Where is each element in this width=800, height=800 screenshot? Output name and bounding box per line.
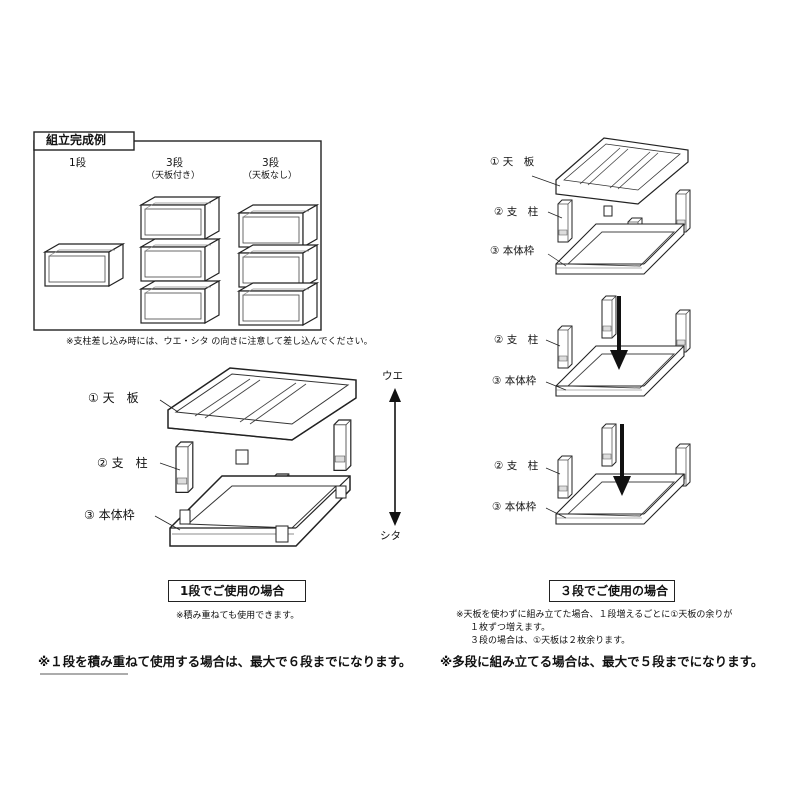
single-bottom-note: ※１段を積み重ねて使用する場合は、最大で６段までになります。 [38,654,412,669]
right-top-plate [531,137,689,205]
right-label-top-plate: ① 天 板 [490,156,535,168]
col-2-sublabel: （天板付き） [146,171,201,181]
right-label-post-1: ② 支 柱 [494,206,539,218]
label-top-plate: ① 天 板 [88,391,139,405]
right-label-post-2: ② 支 柱 [494,334,539,346]
right-stage-2 [545,295,691,397]
label-frame: ③ 本体枠 [84,508,135,522]
drawer-3-tier-with-top [140,196,220,324]
arrow-up-down-icon [389,388,401,526]
triple-note-line3: ３段の場合は、①天板は２枚余ります。 [470,636,631,646]
right-stage-3 [545,423,691,525]
arrow-down-icon [610,296,631,496]
right-label-frame-3: ③ 本体枠 [492,501,537,513]
right-label-frame-1: ③ 本体枠 [490,245,535,257]
example-box-title-tab [33,131,135,151]
example-box-border [33,140,322,331]
insert-note: ※支柱差し込み時には、ウエ・シタ の向きに注意して差し込んでください。 [66,337,373,347]
single-note: ※積み重ねても使用できます。 [176,611,300,621]
right-label-post-3: ② 支 柱 [494,460,539,472]
drawer-1-tier [44,243,124,287]
label-post: ② 支 柱 [97,456,148,470]
triple-caption-box [549,580,675,602]
triple-note-line2: １枚ずつ増えます。 [470,623,551,633]
right-label-frame-2: ③ 本体枠 [492,375,537,387]
example-box-title: 組立完成例 [46,133,107,147]
drawer-3-tier-no-top [238,204,318,326]
col-3-label: 3段 [262,157,280,169]
triple-note-line1: ※天板を使わずに組み立てた場合、１段増えるごとに①天板の余りが [456,610,733,620]
col-1-label: 1段 [69,157,87,169]
right-stage-1 [547,189,691,275]
single-tier-diagram [154,367,357,547]
single-caption-box [168,580,306,602]
direction-down-label: シタ [380,530,401,542]
col-3-sublabel: （天板なし） [243,171,298,181]
triple-caption: ３段でご使用の場合 [560,584,669,598]
single-caption: 1段でご使用の場合 [180,584,285,598]
direction-up-label: ウエ [382,370,403,382]
triple-bottom-note: ※多段に組み立てる場合は、最大で５段までになります。 [440,654,764,669]
col-2-label: 3段 [166,157,184,169]
